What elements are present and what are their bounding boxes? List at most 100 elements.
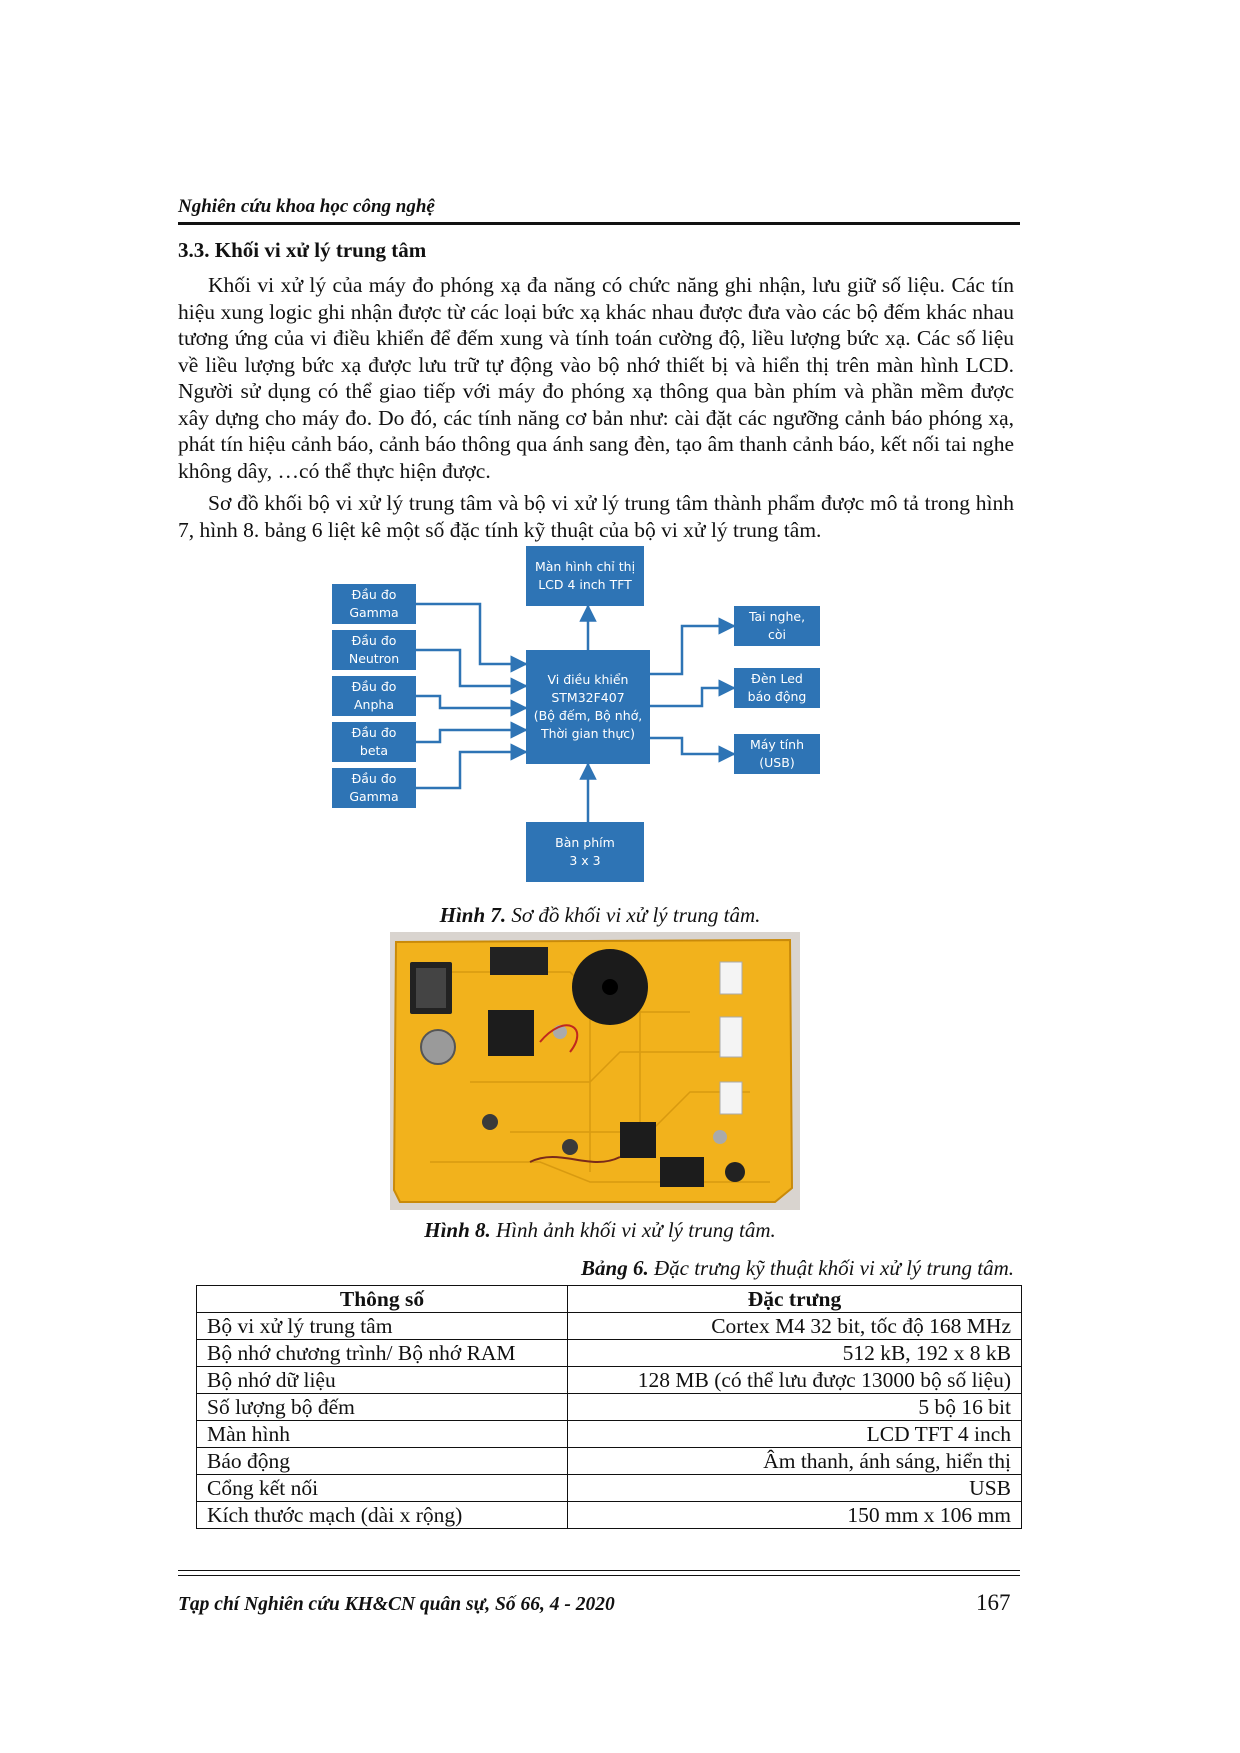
input-box: Đầu đo Anpha <box>332 676 416 716</box>
keypad-box-label: 3 x 3 <box>569 853 600 868</box>
input-box: Đầu đo beta <box>332 722 416 762</box>
input-box-rect <box>332 584 416 624</box>
figure-7-label: Hình 7. <box>439 903 507 927</box>
input-box: Đầu đo Gamma <box>332 768 416 808</box>
table-row: Báo động Âm thanh, ánh sáng, hiển thị <box>196 1447 1022 1475</box>
input-box-label: Đầu đo <box>352 725 397 740</box>
display-box-label: LCD 4 inch TFT <box>538 577 632 592</box>
input-box-rect <box>332 722 416 762</box>
input-arrow <box>416 648 528 695</box>
input-box-label: beta <box>360 743 388 758</box>
output-box: Tai nghe, còi <box>734 606 820 646</box>
output-arrow <box>650 617 736 676</box>
table-row: Bộ nhớ chương trình/ Bộ nhớ RAM 512 kB, … <box>196 1339 1022 1367</box>
output-box-label: báo động <box>748 689 807 704</box>
table-cell-value: Âm thanh, ánh sáng, hiển thị <box>567 1447 1022 1475</box>
figure-8-text: Hình ảnh khối vi xử lý trung tâm. <box>490 1218 776 1242</box>
table-header-param: Thông số <box>196 1285 568 1313</box>
output-box-label: Tai nghe, <box>748 609 805 624</box>
table-row: Kích thước mạch (dài x rộng) 150 mm x 10… <box>196 1501 1022 1529</box>
mcu-box-label: STM32F407 <box>551 690 624 705</box>
table-cell-value: 128 MB (có thể lưu được 13000 bộ số liệu… <box>567 1366 1022 1394</box>
input-box-label: Gamma <box>349 605 398 620</box>
input-box-rect <box>332 768 416 808</box>
table-cell-param: Báo động <box>196 1447 568 1475</box>
mcu-box-label: Thời gian thực) <box>540 726 635 741</box>
table-row: Bộ vi xử lý trung tâm Cortex M4 32 bit, … <box>196 1312 1022 1340</box>
table-cell-value: 5 bộ 16 bit <box>567 1393 1022 1421</box>
input-arrow <box>416 721 528 744</box>
footer-journal: Tạp chí Nghiên cứu KH&CN quân sự, Số 66,… <box>178 1594 615 1615</box>
footer-rule-2 <box>178 1575 1020 1576</box>
output-box-label: (USB) <box>759 755 794 770</box>
table-6-caption: Bảng 6. Đặc trưng kỹ thuật khối vi xử lý… <box>581 1256 1014 1281</box>
input-box-label: Gamma <box>349 789 398 804</box>
mcu-box-rect <box>526 650 650 764</box>
output-box-label: Đèn Led <box>751 671 803 686</box>
input-box-label: Đầu đo <box>352 771 397 786</box>
input-box-label: Đầu đo <box>352 587 397 602</box>
output-arrow <box>650 679 736 708</box>
input-box-label: Đầu đo <box>352 633 397 648</box>
output-arrow <box>650 736 736 763</box>
table-cell-value: LCD TFT 4 inch <box>567 1420 1022 1448</box>
input-arrow <box>416 743 528 790</box>
figure-7-text: Sơ đồ khối vi xử lý trung tâm. <box>506 903 761 927</box>
table-6-text: Đặc trưng kỹ thuật khối vi xử lý trung t… <box>648 1256 1014 1280</box>
keypad-box: Bàn phím 3 x 3 <box>526 822 644 882</box>
table-cell-param: Số lượng bộ đếm <box>196 1393 568 1421</box>
mcu-box-label: (Bộ đếm, Bộ nhớ, <box>534 708 642 723</box>
table-6-label: Bảng 6. <box>581 1256 649 1280</box>
footer-rule <box>178 1570 1020 1571</box>
table-cell-param: Màn hình <box>196 1420 568 1448</box>
table-header-feature: Đặc trưng <box>567 1285 1022 1313</box>
table-header-row: Thông số Đặc trưng <box>196 1285 1022 1313</box>
input-box: Đầu đo Gamma <box>332 584 416 624</box>
paragraph-2: Sơ đồ khối bộ vi xử lý trung tâm và bộ v… <box>178 491 1014 542</box>
display-box-rect <box>526 546 644 606</box>
input-box-rect <box>332 630 416 670</box>
input-box-label: Anpha <box>354 697 394 712</box>
table-cell-param: Kích thước mạch (dài x rộng) <box>196 1501 568 1529</box>
output-box-rect <box>734 734 820 774</box>
table-cell-param: Bộ vi xử lý trung tâm <box>196 1312 568 1340</box>
input-box-label: Đầu đo <box>352 679 397 694</box>
pcb-photo <box>390 932 800 1210</box>
keypad-box-rect <box>526 822 644 882</box>
table-row: Cổng kết nối USB <box>196 1474 1022 1502</box>
table-cell-value: 512 kB, 192 x 8 kB <box>567 1339 1022 1367</box>
output-box-label: còi <box>768 627 786 642</box>
output-box-rect <box>734 668 820 708</box>
keypad-box-label: Bàn phím <box>555 835 615 850</box>
input-arrow <box>416 602 528 673</box>
table-cell-value: Cortex M4 32 bit, tốc độ 168 MHz <box>567 1312 1022 1340</box>
figure-8-label: Hình 8. <box>424 1218 491 1242</box>
figure-7-caption: Hình 7. Sơ đồ khối vi xử lý trung tâm. <box>330 903 870 928</box>
paragraph-1: Khối vi xử lý của máy đo phóng xạ đa năn… <box>178 273 1014 483</box>
output-box: Máy tính (USB) <box>734 734 820 774</box>
table-cell-param: Cổng kết nối <box>196 1474 568 1502</box>
output-box: Đèn Led báo động <box>734 668 820 708</box>
input-arrow <box>416 694 528 717</box>
page-number: 167 <box>976 1590 1011 1615</box>
table-cell-param: Bộ nhớ dữ liệu <box>196 1366 568 1394</box>
input-box: Đầu đo Neutron <box>332 630 416 670</box>
output-box-label: Máy tính <box>750 737 804 752</box>
table-row: Bộ nhớ dữ liệu 128 MB (có thể lưu được 1… <box>196 1366 1022 1394</box>
mcu-box-label: Vi điều khiển <box>548 672 629 687</box>
table-cell-param: Bộ nhớ chương trình/ Bộ nhớ RAM <box>196 1339 568 1367</box>
section-title: 3.3. Khối vi xử lý trung tâm <box>178 238 427 262</box>
figure-8-caption: Hình 8. Hình ảnh khối vi xử lý trung tâm… <box>330 1218 870 1243</box>
spec-table: Thông số Đặc trưng Bộ vi xử lý trung tâm… <box>196 1285 1022 1529</box>
table-row: Màn hình LCD TFT 4 inch <box>196 1420 1022 1448</box>
table-cell-value: USB <box>567 1474 1022 1502</box>
display-box-label: Màn hình chỉ thị <box>535 559 635 574</box>
input-box-label: Neutron <box>349 651 399 666</box>
table-row: Số lượng bộ đếm 5 bộ 16 bit <box>196 1393 1022 1421</box>
header-rule <box>178 222 1020 225</box>
running-header: Nghiên cứu khoa học công nghệ <box>178 196 435 217</box>
table-cell-value: 150 mm x 106 mm <box>567 1501 1022 1529</box>
